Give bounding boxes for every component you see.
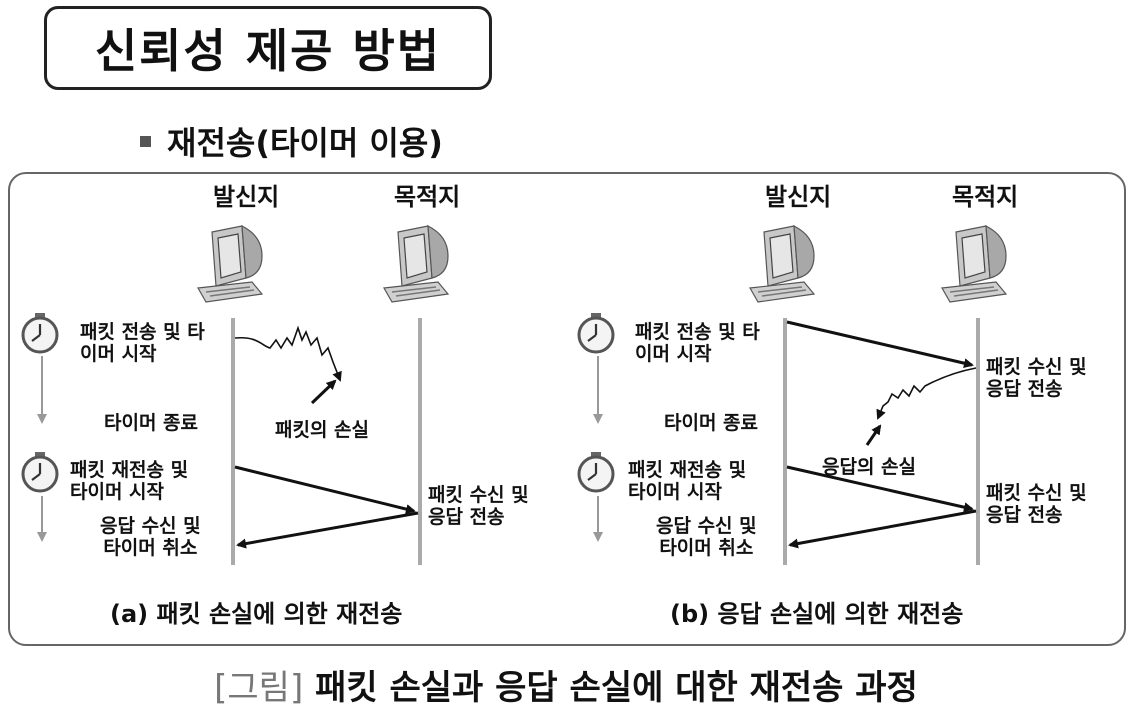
ack-arrow: [788, 509, 977, 549]
resend-arrow: [786, 465, 974, 513]
receiver-computer-icon: [383, 225, 449, 303]
panel-caption-a: (a) 패킷 손실에 의한 재전송: [110, 600, 403, 628]
receiver-header: 목적지: [952, 183, 1019, 211]
figure-tag: [그림]: [214, 668, 304, 708]
resend-label: 패킷 재전송 및 타이머 시작: [628, 459, 747, 503]
send-start-label: 패킷 전송 및 타 이머 시작: [635, 321, 760, 365]
section-subtitle: 재전송(타이머 이용): [140, 118, 443, 164]
timeout-label: 타이머 종료: [104, 412, 199, 434]
send-arrow: [786, 320, 974, 369]
sender-computer-icon: [197, 225, 263, 303]
sender-header: 발신지: [765, 183, 832, 211]
ack-received-label: 응답 수신 및 타이머 취소: [100, 515, 201, 559]
timer-clock-icon: [21, 311, 59, 354]
loss-pointer-arrow: [865, 424, 882, 446]
figure-caption-text: 패킷 손실과 응답 손실에 대한 재전송 과정: [315, 668, 918, 708]
receive-ack-label: 패킷 수신 및 응답 전송: [986, 356, 1087, 400]
panel-caption-b: (b) 응답 손실에 의한 재전송: [670, 600, 964, 628]
loss-pointer-arrow: [310, 379, 337, 405]
timer-clock-icon: [577, 450, 615, 493]
send-start-label: 패킷 전송 및 타 이머 시작: [80, 321, 205, 365]
packet-loss-label: 패킷의 손실: [275, 419, 370, 441]
subtitle-text: 재전송(타이머 이용): [167, 124, 443, 162]
receive-ack-label: 패킷 수신 및 응답 전송: [986, 482, 1087, 526]
lost-packet-line: [234, 325, 342, 382]
sender-header: 발신지: [213, 183, 280, 211]
slide-title: 신뢰성 제공 방법: [44, 6, 492, 90]
figure-caption: [그림] 패킷 손실과 응답 손실에 대한 재전송 과정: [0, 660, 1132, 709]
timeout-label: 타이머 종료: [664, 412, 759, 434]
diagram-frame: [8, 172, 1126, 646]
receiver-header: 목적지: [394, 183, 461, 211]
timer-clock-icon: [577, 311, 615, 354]
timer-clock-icon: [21, 450, 59, 493]
ack-loss-label: 응답의 손실: [822, 456, 917, 478]
resend-arrow: [234, 465, 416, 514]
ack-arrow: [236, 511, 419, 549]
slide-title-text: 신뢰성 제공 방법: [94, 24, 442, 78]
lost-ack-line: [876, 367, 977, 420]
resend-label: 패킷 재전송 및 타이머 시작: [70, 459, 189, 503]
sender-computer-icon: [749, 225, 815, 303]
receive-ack-label: 패킷 수신 및 응답 전송: [428, 484, 529, 528]
ack-received-label: 응답 수신 및 타이머 취소: [656, 515, 757, 559]
bullet-square-icon: [140, 135, 151, 147]
receiver-computer-icon: [941, 225, 1007, 303]
